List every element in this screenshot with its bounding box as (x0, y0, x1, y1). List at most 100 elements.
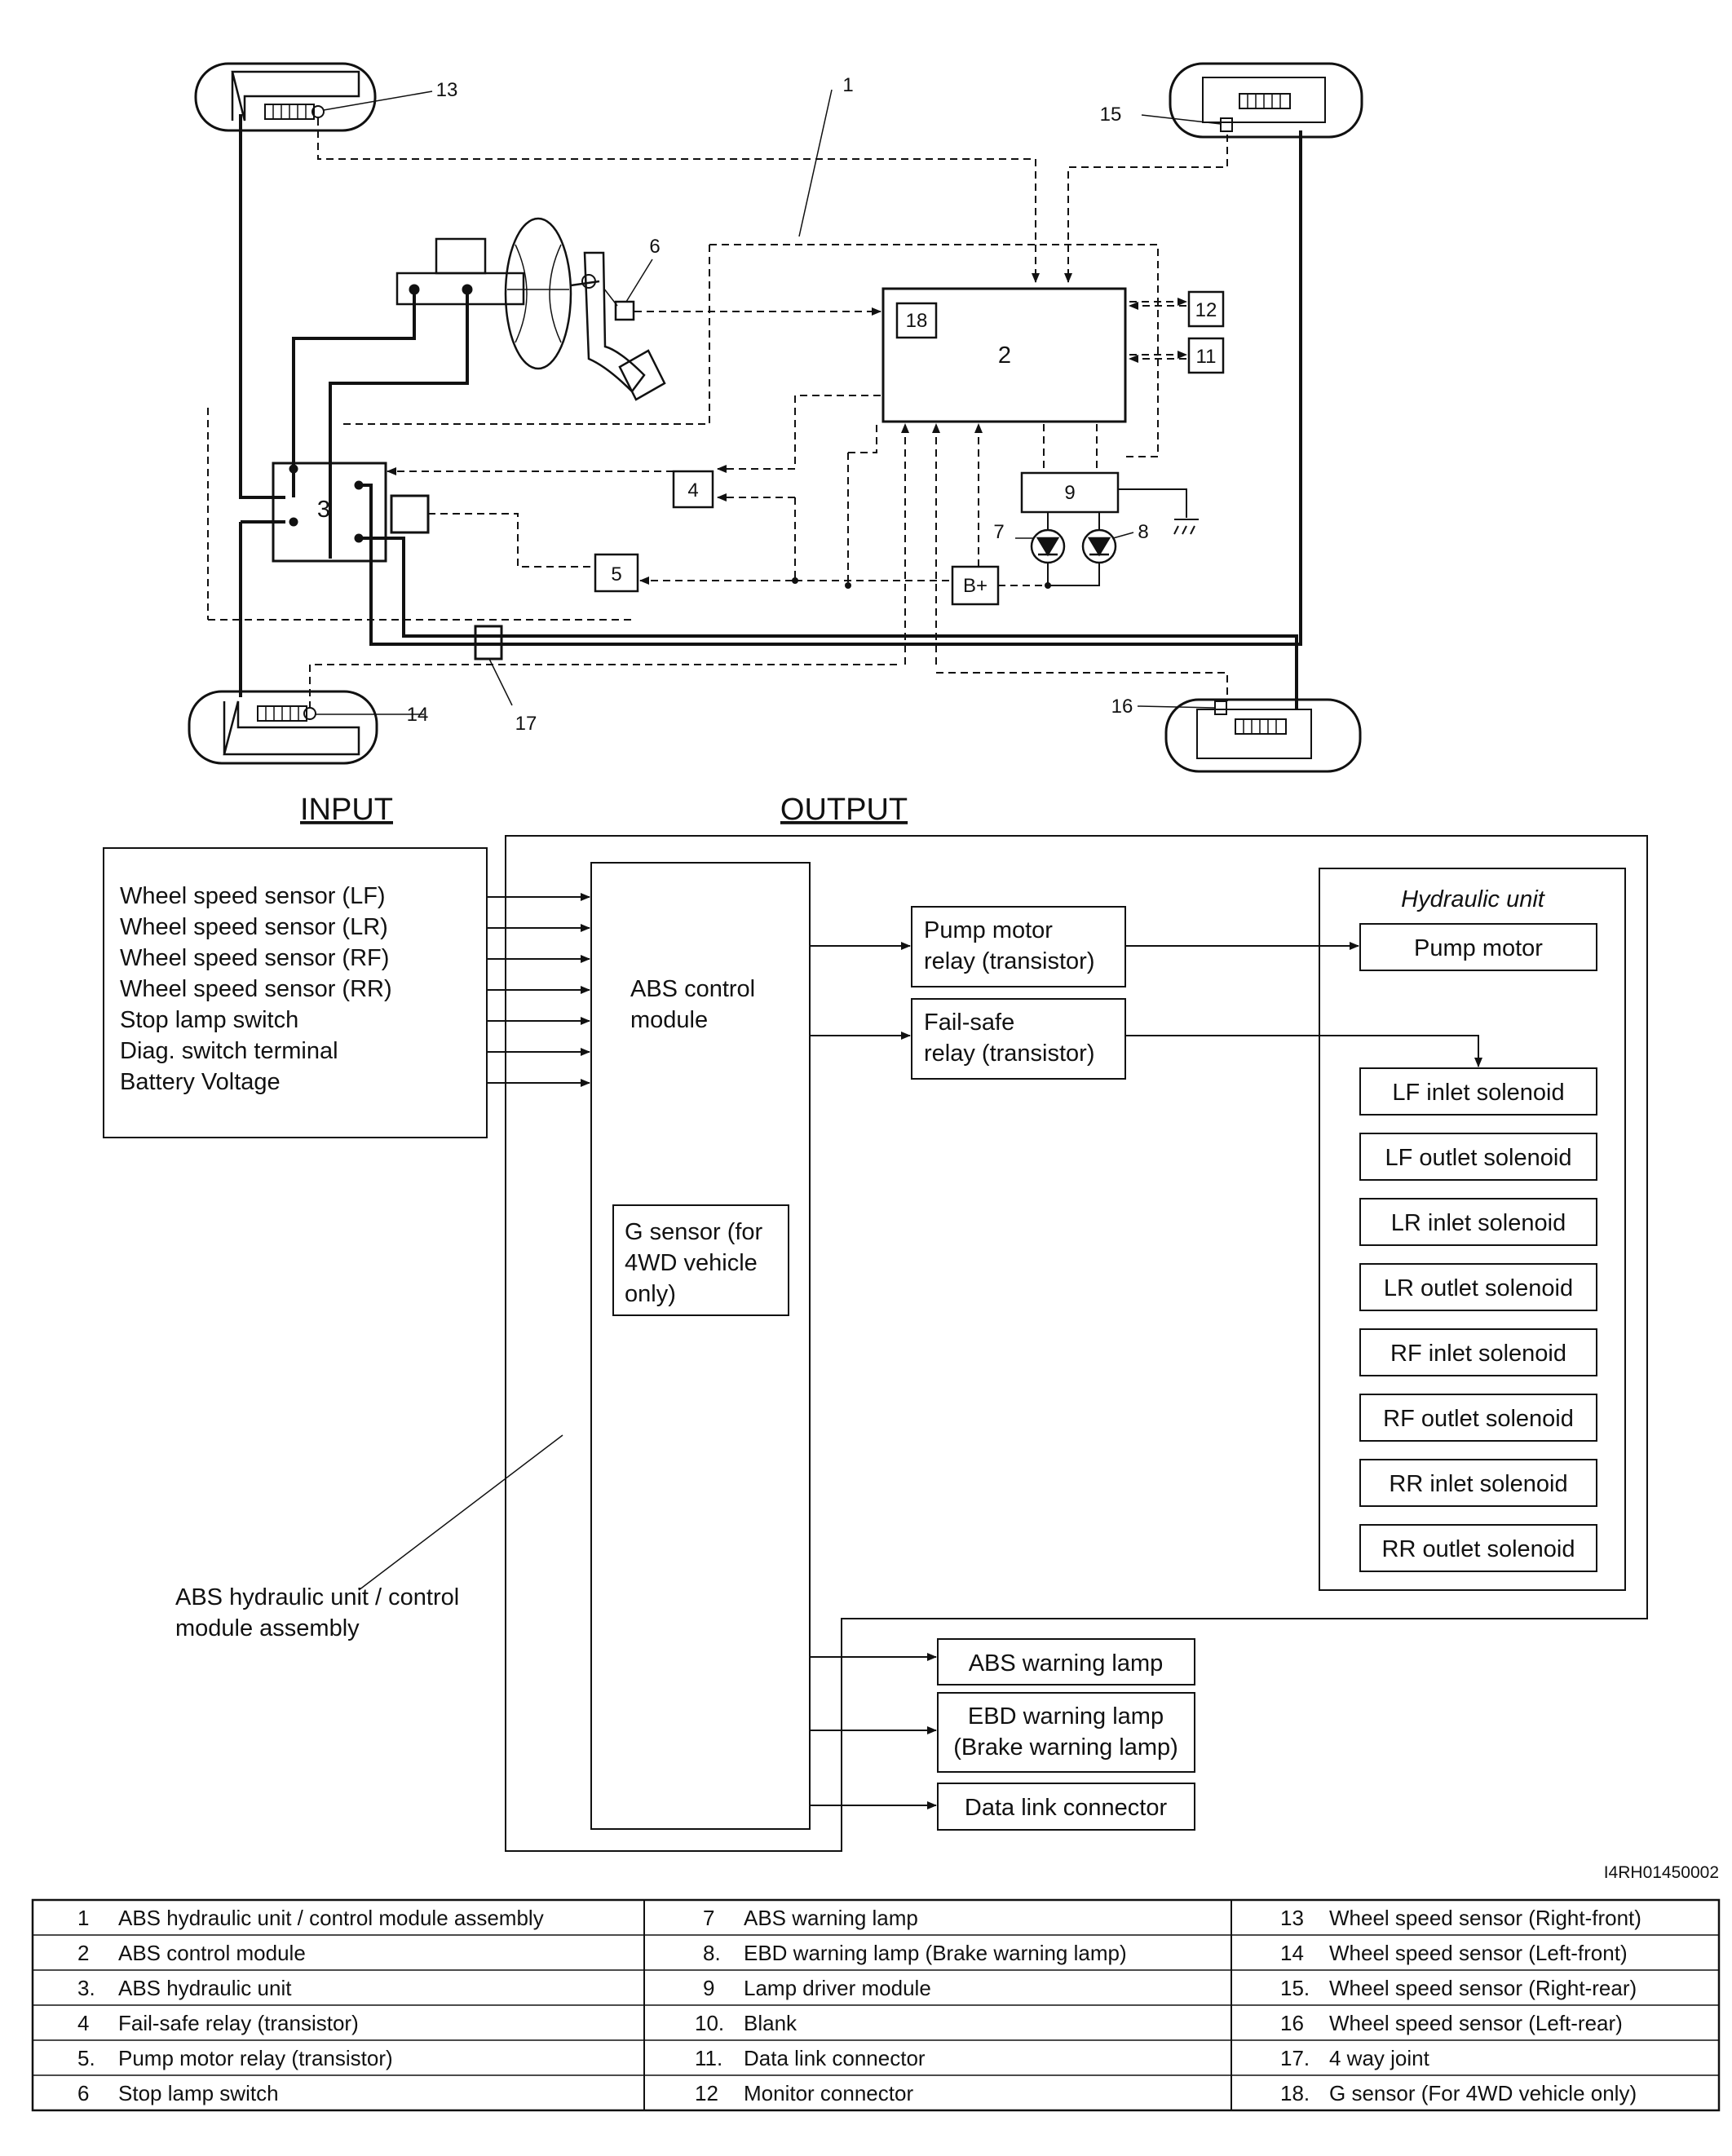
solenoid-box (1359, 1133, 1597, 1181)
pump-motor-block (1359, 923, 1597, 971)
solenoid-box (1359, 1394, 1597, 1442)
input-header: INPUT (300, 793, 393, 827)
callout-13: 13 (436, 79, 458, 101)
brake-booster-assembly (395, 217, 666, 401)
legend-text: Pump motor relay (transistor) (118, 2046, 393, 2070)
block-labels: ABS control module G sensor (for 4WD veh… (175, 886, 1575, 1821)
legend-text: Lamp driver module (744, 1976, 931, 2000)
leader-16 (1137, 705, 1216, 709)
fail-safe-relay-block (911, 998, 1126, 1080)
input-item: Stop lamp switch (120, 1007, 298, 1033)
output-header: OUTPUT (780, 793, 908, 827)
solenoid-box (1359, 1198, 1597, 1246)
vehicle-schematic (188, 62, 1363, 773)
callout-14: 14 (407, 704, 429, 726)
legend-number: 6 (77, 2081, 89, 2105)
warning-lamps (1015, 512, 1134, 586)
signal-lines (207, 118, 1228, 714)
legend-text: ABS warning lamp (744, 1906, 918, 1930)
legend-text: Wheel speed sensor (Left-rear) (1329, 2011, 1623, 2035)
legend-number: 8. (703, 1941, 721, 1965)
data-link-connector-block (937, 1783, 1195, 1831)
input-item: Wheel speed sensor (RR) (120, 976, 392, 1002)
ebd-warning-lamp-block (937, 1692, 1195, 1773)
solenoid-box (1359, 1067, 1597, 1116)
module-label-2: module (630, 1007, 708, 1033)
wheel-left-rear (1164, 698, 1362, 773)
legend-text: ABS control module (118, 1941, 306, 1965)
callout-4: 4 (687, 479, 698, 501)
callout-1: 1 (842, 74, 853, 96)
solenoid-box (1359, 1524, 1597, 1572)
callout-bplus: B+ (963, 575, 988, 597)
solenoid-label: LR inlet solenoid (1391, 1210, 1566, 1236)
lamp-driver-module (1020, 471, 1120, 514)
input-item: Wheel speed sensor (LF) (120, 883, 386, 909)
input-box (103, 847, 488, 1138)
legend-number: 17. (1280, 2046, 1310, 2070)
legend-text: EBD warning lamp (Brake warning lamp) (744, 1941, 1127, 1965)
ebd-warning-lamp-label-2: (Brake warning lamp) (953, 1734, 1178, 1761)
g-sensor-box (895, 302, 938, 339)
monitor-connector (1187, 290, 1225, 328)
legend-number: 4 (77, 2011, 89, 2035)
legend-text: G sensor (For 4WD vehicle only) (1329, 2081, 1637, 2105)
callout-17: 17 (515, 713, 537, 735)
pump-relay-label-1: Pump motor (924, 917, 1053, 943)
legend-text: Monitor connector (744, 2081, 913, 2105)
pump-relay-label-2: relay (transistor) (924, 948, 1095, 974)
solenoid-label: LR outlet solenoid (1384, 1275, 1573, 1301)
legend-text: ABS hydraulic unit (118, 1976, 292, 2000)
input-item: Wheel speed sensor (RF) (120, 945, 389, 971)
solenoid-label: RF outlet solenoid (1383, 1406, 1574, 1432)
solenoid-label: RR outlet solenoid (1382, 1536, 1575, 1562)
gsensor-label-3: only) (625, 1281, 676, 1307)
legend-number: 12 (695, 2081, 718, 2105)
legend-number: 1 (77, 1906, 89, 1930)
ebd-warning-lamp-label-1: EBD warning lamp (968, 1703, 1164, 1730)
legend-text: Blank (744, 2011, 798, 2035)
legend-text: Fail-safe relay (transistor) (118, 2011, 359, 2035)
callout-5: 5 (611, 563, 621, 585)
data-link-connector-label: Data link connector (965, 1795, 1168, 1821)
leader-13 (323, 91, 433, 111)
callout-11: 11 (1196, 346, 1217, 368)
callout-3: 3 (317, 497, 330, 523)
legend-text: 4 way joint (1329, 2046, 1430, 2070)
solenoid-label: LF outlet solenoid (1385, 1145, 1572, 1171)
leader-15 (1141, 114, 1222, 125)
legend-text: Wheel speed sensor (Right-front) (1329, 1906, 1641, 1930)
legend-number: 3. (77, 1976, 95, 2000)
legend-text: ABS hydraulic unit / control module asse… (118, 1906, 544, 1930)
control-module-box (590, 862, 811, 1830)
callout-12: 12 (1195, 299, 1217, 321)
solenoid-box (1359, 1459, 1597, 1507)
legend-text: Wheel speed sensor (Right-rear) (1329, 1976, 1637, 2000)
legend-number: 5. (77, 2046, 95, 2070)
legend-text: Stop lamp switch (118, 2081, 279, 2105)
fail-safe-relay (672, 470, 714, 509)
abs-warning-lamp-label: ABS warning lamp (969, 1650, 1164, 1677)
assembly-label-1: ABS hydraulic unit / control (175, 1584, 459, 1610)
legend-number: 11. (695, 2046, 722, 2070)
callout-9: 9 (1064, 482, 1075, 504)
hydraulic-unit-block (1319, 868, 1626, 1591)
failsafe-relay-label-2: relay (transistor) (924, 1040, 1095, 1067)
legend-number: 16 (1280, 2011, 1304, 2035)
legend-number: 2 (77, 1941, 89, 1965)
g-sensor-block (612, 1204, 789, 1316)
solenoid-label: RF inlet solenoid (1390, 1341, 1566, 1367)
callout-2: 2 (998, 342, 1011, 369)
legend-number: 9 (703, 1976, 714, 2000)
block-boxes (103, 835, 1648, 1852)
figure-code: I4RH01450002 (1604, 1863, 1719, 1882)
abs-warning-lamp-block (937, 1638, 1195, 1685)
pump-motor-relay (594, 553, 639, 593)
callout-15: 15 (1100, 104, 1122, 126)
wheel-right-rear (1169, 62, 1363, 139)
legend-number: 14 (1280, 1941, 1304, 1965)
assembly-outline (505, 835, 1648, 1852)
stop-lamp-switch (614, 300, 635, 321)
solenoid-label: RR inlet solenoid (1389, 1471, 1567, 1497)
